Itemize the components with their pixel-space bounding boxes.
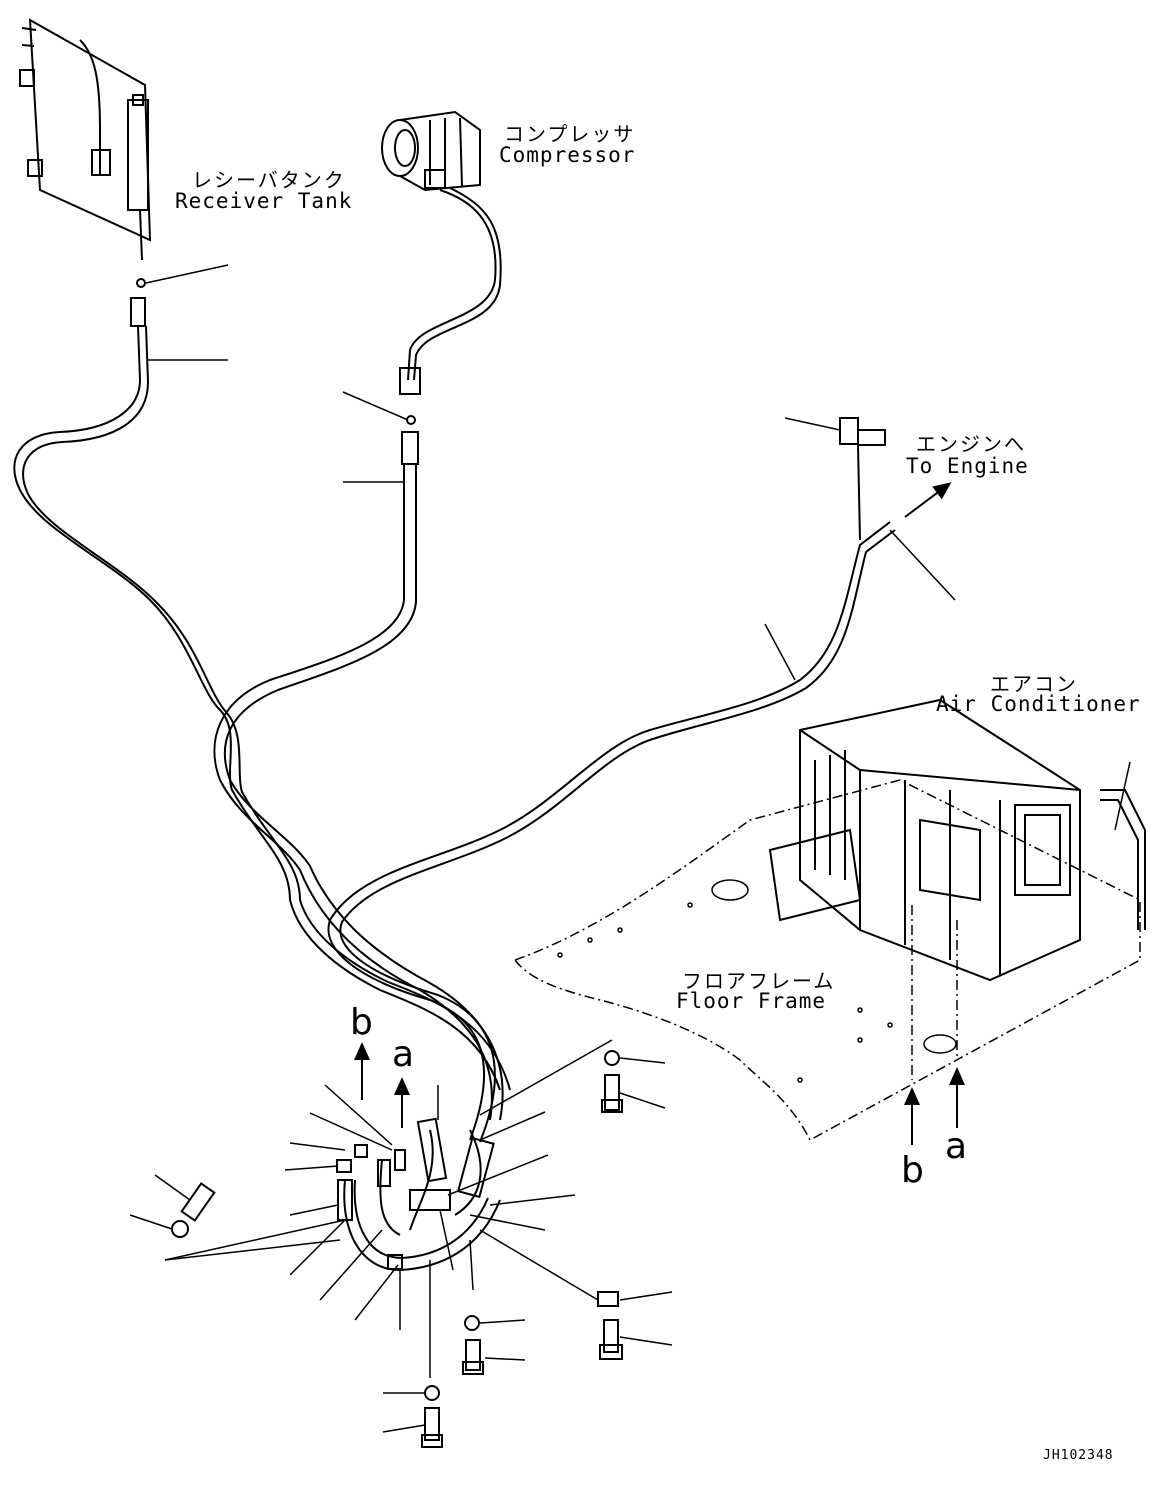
- fasteners: [171, 1050, 623, 1448]
- liquid-hose: [13, 297, 511, 1091]
- floor-frame-label-jp: フロアフレーム: [682, 969, 836, 993]
- to-engine-label-jp: エンジンへ: [916, 432, 1026, 456]
- receiver-tank-label-en: Receiver Tank: [175, 189, 353, 213]
- floor-frame-holes: [557, 879, 957, 1083]
- projection-lines: [911, 905, 958, 1080]
- clamp-cluster: [336, 1117, 501, 1272]
- leader-lines: [129, 264, 1131, 1433]
- air-conditioner-label-jp: エアコン: [990, 672, 1078, 696]
- ref-a-label-lower: a: [945, 1126, 968, 1167]
- air-conditioner-label-en: Air Conditioner: [936, 692, 1141, 716]
- engine-hose: [327, 417, 896, 1143]
- air-conditioner-unit: [768, 698, 1146, 982]
- compressor-label-en: Compressor: [499, 143, 636, 167]
- receiver-tank-label-jp: レシーバタンク: [192, 168, 346, 192]
- to-engine-label-en: To Engine: [906, 454, 1029, 478]
- floor-frame: [514, 779, 1141, 1142]
- compressor-label-jp: コンプレッサ: [504, 122, 636, 146]
- direction-arrows: [354, 482, 965, 1145]
- ref-b-label-lower: b: [901, 1150, 924, 1191]
- ref-b-label-upper: b: [350, 1002, 373, 1043]
- ref-a-label-upper: a: [392, 1034, 415, 1075]
- drawing-code: JH102348: [1043, 1448, 1114, 1463]
- floor-frame-label-en: Floor Frame: [676, 989, 827, 1013]
- receiver-tank-assembly: [19, 18, 152, 288]
- compressor-unit: [381, 110, 502, 425]
- to-engine-arrow: [904, 482, 952, 518]
